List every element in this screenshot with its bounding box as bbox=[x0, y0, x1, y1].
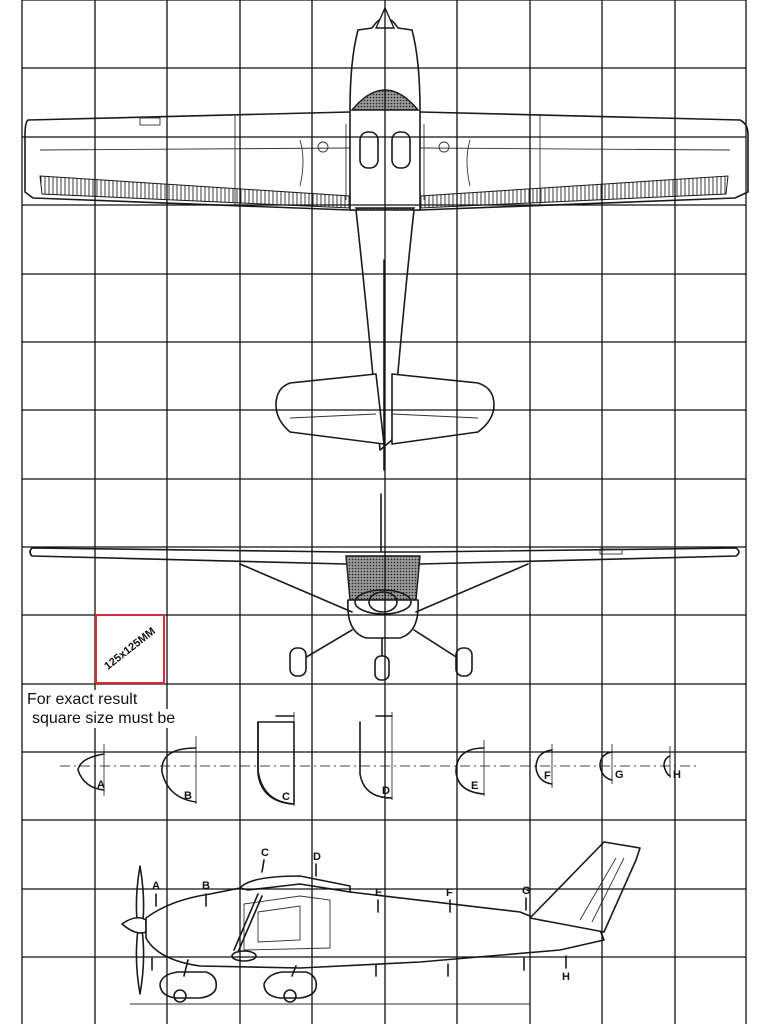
reference-grid bbox=[21, 0, 747, 1024]
svg-text:C: C bbox=[282, 791, 290, 803]
svg-text:B: B bbox=[184, 790, 192, 802]
section-h: H bbox=[663, 746, 681, 781]
section-d: D bbox=[359, 712, 393, 800]
svg-text:F: F bbox=[446, 887, 453, 899]
svg-text:C: C bbox=[261, 847, 269, 859]
svg-text:H: H bbox=[673, 769, 681, 781]
svg-text:G: G bbox=[522, 885, 531, 897]
scale-reference-label: 125x125MM bbox=[102, 625, 158, 673]
svg-text:G: G bbox=[615, 769, 624, 781]
section-g: G bbox=[599, 744, 624, 784]
side-view: A B C D E F G H bbox=[121, 841, 641, 1005]
svg-text:H: H bbox=[562, 971, 570, 983]
svg-text:B: B bbox=[202, 880, 210, 892]
section-b: B bbox=[161, 736, 197, 804]
station-markers: A B C D E F G H bbox=[151, 847, 570, 983]
svg-text:F: F bbox=[544, 770, 551, 782]
section-c: C bbox=[257, 712, 295, 806]
section-a: A bbox=[77, 744, 105, 796]
svg-text:A: A bbox=[152, 880, 160, 892]
svg-text:D: D bbox=[382, 785, 390, 797]
section-e: E bbox=[455, 740, 485, 796]
scale-note-line1: For exact result bbox=[25, 690, 140, 709]
svg-text:E: E bbox=[471, 780, 478, 792]
scale-reference-square: 125x125MM bbox=[95, 614, 165, 684]
top-view bbox=[24, 6, 749, 471]
svg-text:E: E bbox=[375, 887, 382, 899]
scale-note-line2: square size must be bbox=[30, 709, 178, 728]
svg-text:A: A bbox=[97, 779, 105, 791]
svg-text:D: D bbox=[313, 851, 321, 863]
